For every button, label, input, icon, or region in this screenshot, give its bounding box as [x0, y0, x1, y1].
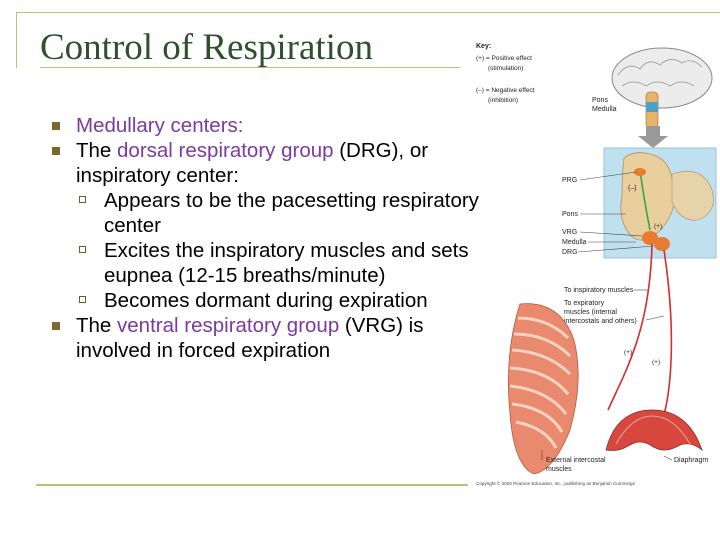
- label-plus-effect-3: (+): [652, 359, 660, 366]
- label-to-inspiratory: To inspiratory muscles: [564, 287, 634, 294]
- bullet-vrg: The ventral respiratory group (VRG) is i…: [52, 313, 492, 363]
- diaphragm-illustration: [605, 409, 703, 452]
- key-positive: (+) = Positive effect: [476, 55, 532, 62]
- hollow-square-bullet-icon: [79, 196, 86, 203]
- title-divider: [40, 67, 460, 68]
- bottom-divider: [36, 484, 468, 486]
- square-bullet-icon: [52, 147, 60, 155]
- drg-nucleus: [654, 237, 670, 251]
- label-vrg: VRG: [562, 229, 577, 236]
- label-plus-effect-2: (+): [624, 349, 632, 356]
- brain-illustration: [611, 47, 713, 129]
- label-minus-effect: (–): [628, 185, 637, 192]
- bullet-drg: The dorsal respiratory group (DRG), or i…: [52, 138, 492, 188]
- label-medulla-top: Medulla: [592, 106, 617, 113]
- label-pons: Pons: [562, 211, 578, 218]
- square-bullet-icon: [52, 122, 60, 130]
- hollow-square-bullet-icon: [79, 246, 86, 253]
- sub-bullet-text: Becomes dormant during expiration: [104, 289, 428, 312]
- copyright-notice: Copyright © 2004 Pearson Education, Inc.…: [476, 480, 636, 486]
- bullet-list: Medullary centers: The dorsal respirator…: [52, 113, 492, 363]
- zoom-arrow-icon: [638, 126, 668, 148]
- key-positive-desc: (stimulation): [488, 65, 523, 72]
- nerve-to-intercostals: [607, 243, 653, 411]
- bullet-text-pre: The: [76, 314, 118, 337]
- label-diaphragm: Diaphragm: [674, 457, 708, 464]
- sub-bullet-pacesetting: Appears to be the pacesetting respirator…: [52, 188, 492, 238]
- frame-line-horizontal: [16, 12, 720, 13]
- bullet-text-post: (DRG), or inspiratory center:: [76, 139, 429, 187]
- label-external-intercostal-1: External intercostal: [546, 457, 606, 464]
- label-to-expiratory-2: muscles (internal: [564, 309, 617, 316]
- label-pons-top: Pons: [592, 97, 608, 104]
- bullet-term-vrg: ventral respiratory group: [117, 314, 340, 337]
- bullet-term-drg: dorsal respiratory group: [117, 139, 334, 162]
- label-plus-effect-1: (+): [654, 223, 662, 230]
- label-prg: PRG: [562, 177, 577, 184]
- vrg-nucleus: [642, 231, 658, 245]
- label-to-expiratory-1: To expiratory: [564, 300, 605, 307]
- bullet-text: Medullary centers:: [76, 114, 244, 137]
- bullet-medullary-centers: Medullary centers:: [52, 113, 492, 138]
- sub-bullet-dormant: Becomes dormant during expiration: [52, 288, 492, 313]
- square-bullet-icon: [52, 322, 60, 330]
- sub-bullet-excites: Excites the inspiratory muscles and sets…: [52, 238, 492, 288]
- cerebellum-illustration: [671, 170, 714, 221]
- bullet-text-pre: The: [76, 139, 118, 162]
- nerve-to-diaphragm: [661, 249, 673, 423]
- bullet-text-post: (VRG) is involved in forced expiration: [76, 314, 424, 362]
- label-medulla: Medulla: [562, 239, 587, 246]
- label-external-intercostal-2: muscles: [546, 466, 572, 473]
- label-to-expiratory-3: intercostals and others): [564, 318, 637, 325]
- slide-title: Control of Respiration: [40, 27, 373, 68]
- label-drg: DRG: [562, 249, 578, 256]
- sub-bullet-text: Appears to be the pacesetting respirator…: [104, 189, 479, 237]
- frame-line-vertical: [16, 12, 17, 68]
- key-negative: (–) = Negative effect: [476, 87, 535, 94]
- prg-nucleus: [634, 168, 646, 176]
- key-title: Key:: [476, 43, 491, 50]
- brainstem-illustration: [620, 152, 675, 241]
- respiration-control-figure: Key: (+) = Positive effect (stimulation)…: [476, 43, 717, 486]
- hollow-square-bullet-icon: [79, 296, 86, 303]
- sub-bullet-text: Excites the inspiratory muscles and sets…: [104, 239, 469, 287]
- rib-cage-illustration: [507, 303, 579, 475]
- key-negative-desc: (inhibition): [488, 97, 518, 104]
